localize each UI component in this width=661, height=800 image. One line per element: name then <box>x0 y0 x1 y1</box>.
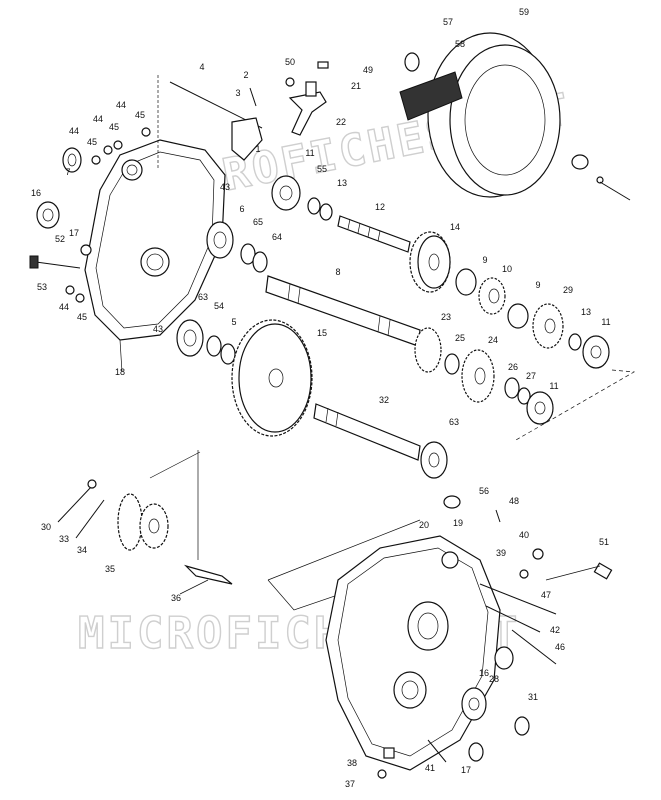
right-housing-cover <box>325 535 501 771</box>
callout-27: 27 <box>526 371 536 381</box>
bearing-16-left <box>36 201 60 229</box>
large-gear-15 <box>231 319 313 437</box>
callout-38: 38 <box>347 758 357 768</box>
callout-4: 4 <box>199 62 204 72</box>
callout-24: 24 <box>488 335 498 345</box>
callout-8: 8 <box>335 267 340 277</box>
input-shaft-assembly <box>271 175 411 253</box>
callout-11: 11 <box>305 148 314 158</box>
callout-45: 45 <box>77 312 87 322</box>
callout-46: 46 <box>555 642 565 652</box>
callout-3: 3 <box>235 88 240 98</box>
callout-19: 19 <box>453 518 463 528</box>
callout-63: 63 <box>449 417 459 427</box>
callout-52: 52 <box>55 234 65 244</box>
callout-45: 45 <box>109 122 119 132</box>
callout-47: 47 <box>541 590 551 600</box>
callout-63: 63 <box>198 292 208 302</box>
callout-15: 15 <box>317 328 327 338</box>
callout-58: 58 <box>455 39 465 49</box>
callout-28: 28 <box>489 674 499 684</box>
main-shaft <box>265 275 442 373</box>
callout-53: 53 <box>37 282 47 292</box>
callout-50: 50 <box>285 57 295 67</box>
seal-7 <box>62 147 82 173</box>
callout-44: 44 <box>93 114 103 124</box>
callout-9: 9 <box>535 280 540 290</box>
callout-12: 12 <box>375 202 385 212</box>
callout-35: 35 <box>105 564 115 574</box>
left-housing-cover <box>84 139 226 373</box>
callout-65: 65 <box>253 217 263 227</box>
callout-6: 6 <box>239 204 244 214</box>
callout-54: 54 <box>214 301 224 311</box>
callout-20: 20 <box>419 520 429 530</box>
callout-56: 56 <box>479 486 489 496</box>
gear-14 <box>409 231 451 293</box>
callout-64: 64 <box>272 232 282 242</box>
callout-59: 59 <box>519 7 529 17</box>
callout-41: 41 <box>425 763 435 773</box>
callout-16: 16 <box>31 188 41 198</box>
callout-45: 45 <box>87 137 97 147</box>
callout-1: 1 <box>255 144 260 154</box>
callout-labels: 5759585049212242314445444544457164311551… <box>31 7 611 789</box>
callout-13: 13 <box>337 178 347 188</box>
callout-44: 44 <box>59 302 69 312</box>
callout-33: 33 <box>59 534 69 544</box>
callout-14: 14 <box>450 222 460 232</box>
callout-45: 45 <box>135 110 145 120</box>
callout-13: 13 <box>581 307 591 317</box>
callout-26: 26 <box>508 362 518 372</box>
callout-31: 31 <box>528 692 538 702</box>
bearings-63-54-5 <box>176 319 236 365</box>
callout-5: 5 <box>231 317 236 327</box>
callout-43: 43 <box>220 182 230 192</box>
callout-43: 43 <box>153 324 163 334</box>
callout-11: 11 <box>601 317 610 327</box>
callout-48: 48 <box>509 496 519 506</box>
callout-21: 21 <box>351 81 361 91</box>
driven-clutch <box>399 32 631 201</box>
callout-16: 16 <box>479 668 489 678</box>
callout-17: 17 <box>461 765 471 775</box>
gear-cluster-upper <box>455 268 610 369</box>
callout-49: 49 <box>363 65 373 75</box>
callout-40: 40 <box>519 530 529 540</box>
callout-32: 32 <box>379 395 389 405</box>
output-shaft <box>313 403 448 479</box>
callout-17: 17 <box>69 228 79 238</box>
callout-55: 55 <box>317 164 327 174</box>
callout-29: 29 <box>563 285 573 295</box>
callout-44: 44 <box>69 126 79 136</box>
callout-34: 34 <box>77 545 87 555</box>
callout-42: 42 <box>550 625 560 635</box>
bearings-6-65-64 <box>206 221 268 273</box>
callout-51: 51 <box>599 537 609 547</box>
output-gear-cluster <box>444 349 554 425</box>
callout-11: 11 <box>549 381 558 391</box>
leader-lines <box>149 369 636 611</box>
callout-10: 10 <box>502 264 512 274</box>
callout-2: 2 <box>243 70 248 80</box>
callout-44: 44 <box>116 100 126 110</box>
drive-sprocket-assembly <box>57 479 233 595</box>
callout-36: 36 <box>171 593 181 603</box>
callout-9: 9 <box>482 255 487 265</box>
callout-37: 37 <box>345 779 355 789</box>
callout-30: 30 <box>41 522 51 532</box>
callout-22: 22 <box>336 117 346 127</box>
nuts-44-45 <box>65 127 151 303</box>
callout-57: 57 <box>443 17 453 27</box>
callout-18: 18 <box>115 367 125 377</box>
callout-39: 39 <box>496 548 506 558</box>
callout-25: 25 <box>455 333 465 343</box>
bolt-53 <box>29 255 81 269</box>
callout-7: 7 <box>65 167 70 177</box>
right-side-fasteners <box>377 495 613 779</box>
shift-shaft <box>157 75 263 170</box>
callout-23: 23 <box>441 312 451 322</box>
shift-lever <box>285 61 329 136</box>
